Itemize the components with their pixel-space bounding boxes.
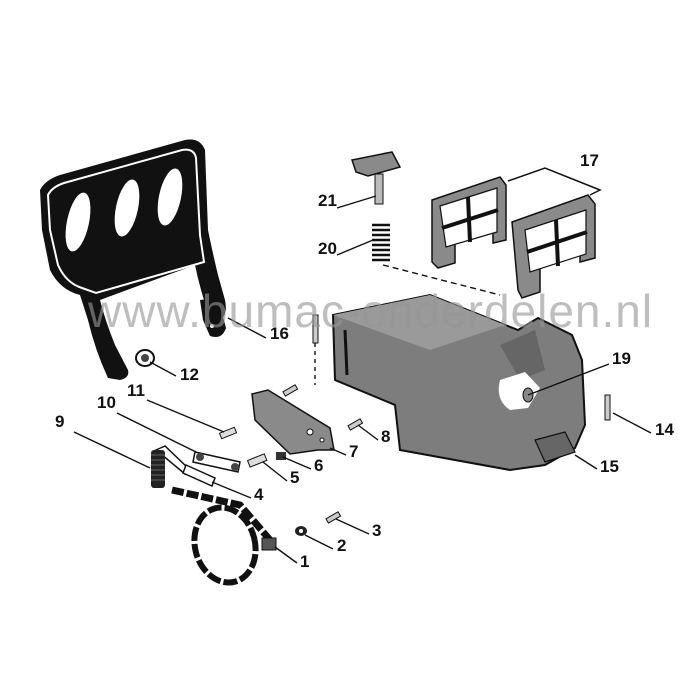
callout-label-14: 14 xyxy=(655,420,674,439)
cover-plate-part xyxy=(251,389,335,455)
pin-part-11 xyxy=(218,426,238,440)
brake-band-part xyxy=(171,486,277,586)
washer-part xyxy=(295,526,307,536)
callout-label-21: 21 xyxy=(318,191,337,210)
spring-part-9 xyxy=(151,450,165,488)
choke-button-part xyxy=(351,151,402,205)
link-plate-part-4 xyxy=(182,463,216,488)
housing-part xyxy=(331,293,587,472)
callout-label-16: 16 xyxy=(270,324,289,343)
screw-part-14 xyxy=(604,394,611,421)
callout-label-5: 5 xyxy=(290,468,300,487)
callout-label-3: 3 xyxy=(372,521,382,540)
callout-label-6: 6 xyxy=(314,456,324,475)
callout-label-17: 17 xyxy=(580,151,599,170)
callout-label-11: 11 xyxy=(127,381,145,400)
callout-label-9: 9 xyxy=(55,412,65,431)
spring-part-20 xyxy=(372,223,390,262)
leader-lines xyxy=(73,195,652,564)
callout-label-2: 2 xyxy=(337,536,347,555)
callout-label-10: 10 xyxy=(97,393,116,412)
screw-part-8 xyxy=(347,418,364,431)
screw-left xyxy=(312,314,319,344)
screw-part-3 xyxy=(325,511,342,524)
callout-label-15: 15 xyxy=(600,457,619,476)
air-filter-part-b xyxy=(511,194,596,299)
pin-part-5 xyxy=(246,453,268,468)
bushing-part xyxy=(135,349,155,367)
callout-label-19: 19 xyxy=(612,349,631,368)
screw-top xyxy=(282,384,299,397)
callout-label-4: 4 xyxy=(254,485,264,504)
callout-label-12: 12 xyxy=(180,365,199,384)
callout-label-20: 20 xyxy=(318,239,337,258)
callout-label-8: 8 xyxy=(381,427,391,446)
hand-guard-part xyxy=(40,139,226,380)
callout-label-1: 1 xyxy=(300,552,310,571)
air-filter-part-a xyxy=(431,176,507,269)
callout-label-7: 7 xyxy=(349,442,359,461)
clip-part-6 xyxy=(276,452,286,460)
